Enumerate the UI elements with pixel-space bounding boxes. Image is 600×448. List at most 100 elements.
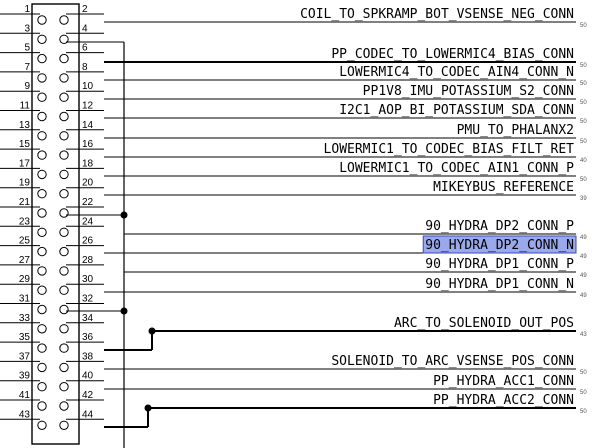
- net-label[interactable]: 90_HYDRA_DP1_CONN_N: [425, 277, 574, 292]
- pin-circle[interactable]: [59, 246, 69, 257]
- pin-number: 20: [82, 178, 94, 189]
- pin-number: 42: [82, 390, 94, 401]
- net-sheet-ref: 50: [580, 100, 587, 106]
- net-label[interactable]: PP1V8_IMU_POTASSIUM_S2_CONN: [363, 84, 574, 99]
- pin-circle[interactable]: [59, 343, 69, 353]
- pin-number: 23: [19, 216, 31, 227]
- pin-number: 9: [24, 81, 30, 92]
- pin-circle[interactable]: [37, 266, 47, 276]
- pin-number: 39: [19, 371, 31, 382]
- pin-circle[interactable]: [59, 111, 69, 122]
- net-sheet-ref: 50: [580, 63, 587, 69]
- pin-circle[interactable]: [37, 227, 47, 238]
- pin-number: 35: [19, 332, 31, 343]
- pin-circle[interactable]: [37, 111, 47, 122]
- pin-circle[interactable]: [37, 53, 47, 64]
- pin-number: 10: [82, 81, 94, 92]
- pin-circle[interactable]: [59, 189, 69, 199]
- pin-number: 37: [19, 351, 31, 362]
- pin-circle[interactable]: [59, 92, 69, 102]
- pin-circle[interactable]: [59, 401, 69, 411]
- pin-number: 21: [19, 197, 31, 208]
- pin-circle[interactable]: [59, 15, 69, 25]
- pin-circle[interactable]: [59, 227, 69, 238]
- pin-circle[interactable]: [59, 34, 69, 44]
- pin-circle[interactable]: [37, 285, 47, 295]
- net-label[interactable]: MIKEYBUS_REFERENCE: [433, 180, 574, 195]
- net-sheet-ref: 50: [580, 81, 587, 87]
- pin-circle[interactable]: [59, 53, 69, 64]
- net-label[interactable]: I2C1_AOP_BI_POTASSIUM_SDA_CONN: [339, 103, 574, 118]
- pin-circle[interactable]: [37, 169, 47, 180]
- net-label[interactable]: 90_HYDRA_DP2_CONN_P: [425, 219, 574, 234]
- pin-circle[interactable]: [37, 324, 47, 334]
- pin-circle[interactable]: [59, 324, 69, 334]
- pin-number: 13: [19, 120, 31, 131]
- pin-circle[interactable]: [59, 208, 69, 218]
- net-label[interactable]: LOWERMIC1_TO_CODEC_AIN1_CONN_P: [339, 161, 574, 176]
- pin-circle[interactable]: [37, 73, 47, 83]
- net-label[interactable]: PP_HYDRA_ACC2_CONN: [433, 393, 574, 408]
- pin-circle[interactable]: [59, 266, 69, 276]
- pin-circle[interactable]: [37, 131, 47, 141]
- pin-number: 36: [82, 332, 94, 343]
- pin-number: 5: [24, 43, 30, 54]
- net-label[interactable]: 90_HYDRA_DP2_CONN_N: [425, 238, 574, 253]
- pin-circle[interactable]: [59, 169, 69, 180]
- net-sheet-ref: 50: [580, 390, 587, 396]
- pin-circle[interactable]: [37, 92, 47, 102]
- pin-number: 16: [82, 139, 94, 150]
- net-label[interactable]: ARC_TO_SOLENOID_OUT_POS: [394, 316, 574, 331]
- pin-circle[interactable]: [59, 285, 69, 295]
- pin-circle[interactable]: [37, 382, 47, 392]
- connector-body[interactable]: [31, 3, 80, 445]
- pin-number: 1: [24, 4, 30, 15]
- pin-circle[interactable]: [37, 208, 47, 218]
- pin-circle[interactable]: [37, 150, 47, 160]
- pin-circle[interactable]: [59, 420, 69, 430]
- pin-number: 33: [19, 313, 31, 324]
- pin-number: 19: [19, 178, 31, 189]
- pin-number: 32: [82, 294, 94, 305]
- pin-circle[interactable]: [37, 15, 47, 25]
- selection-highlight[interactable]: [422, 235, 577, 254]
- pin-number: 34: [82, 313, 94, 324]
- net-label[interactable]: SOLENOID_TO_ARC_VSENSE_POS_CONN: [331, 354, 574, 369]
- pin-circle[interactable]: [59, 362, 69, 373]
- pin-circle[interactable]: [37, 420, 47, 430]
- net-sheet-ref: 50: [580, 139, 587, 145]
- net-label[interactable]: PMU_TO_PHALANX2: [457, 123, 574, 138]
- pin-circle[interactable]: [37, 189, 47, 199]
- pin-number: 44: [82, 409, 94, 420]
- junction-dot: [144, 404, 152, 412]
- net-label[interactable]: PP_CODEC_TO_LOWERMIC4_BIAS_CONN: [331, 47, 574, 62]
- net-label[interactable]: PP_HYDRA_ACC1_CONN: [433, 374, 574, 389]
- net-sheet-ref: 50: [580, 23, 587, 29]
- net-label[interactable]: COIL_TO_SPKRAMP_BOT_VSENSE_NEG_CONN: [300, 7, 574, 22]
- net-label[interactable]: LOWERMIC4_TO_CODEC_AIN4_CONN_N: [339, 65, 574, 80]
- pin-circle[interactable]: [59, 304, 69, 315]
- pin-number: 18: [82, 158, 94, 169]
- net-sheet-ref: 43: [580, 332, 587, 338]
- pin-circle[interactable]: [59, 150, 69, 160]
- pin-number: 17: [19, 158, 31, 169]
- pin-circle[interactable]: [37, 304, 47, 315]
- net-sheet-ref: 49: [580, 254, 587, 260]
- net-sheet-ref: 49: [580, 273, 587, 279]
- pin-circle[interactable]: [37, 401, 47, 411]
- pin-number: 40: [82, 371, 94, 382]
- net-label[interactable]: 90_HYDRA_DP1_CONN_P: [425, 257, 574, 272]
- net-label[interactable]: LOWERMIC1_TO_CODEC_BIAS_FILT_RET: [324, 142, 575, 157]
- pin-circle[interactable]: [37, 343, 47, 353]
- pin-circle[interactable]: [37, 34, 47, 44]
- pin-circle[interactable]: [37, 362, 47, 373]
- pin-circle[interactable]: [59, 382, 69, 392]
- pin-circle[interactable]: [37, 246, 47, 257]
- pin-number: 12: [82, 101, 94, 112]
- pin-number: 6: [82, 43, 88, 54]
- pin-circle[interactable]: [59, 73, 69, 83]
- pin-number: 7: [24, 62, 30, 73]
- pin-circle[interactable]: [59, 131, 69, 141]
